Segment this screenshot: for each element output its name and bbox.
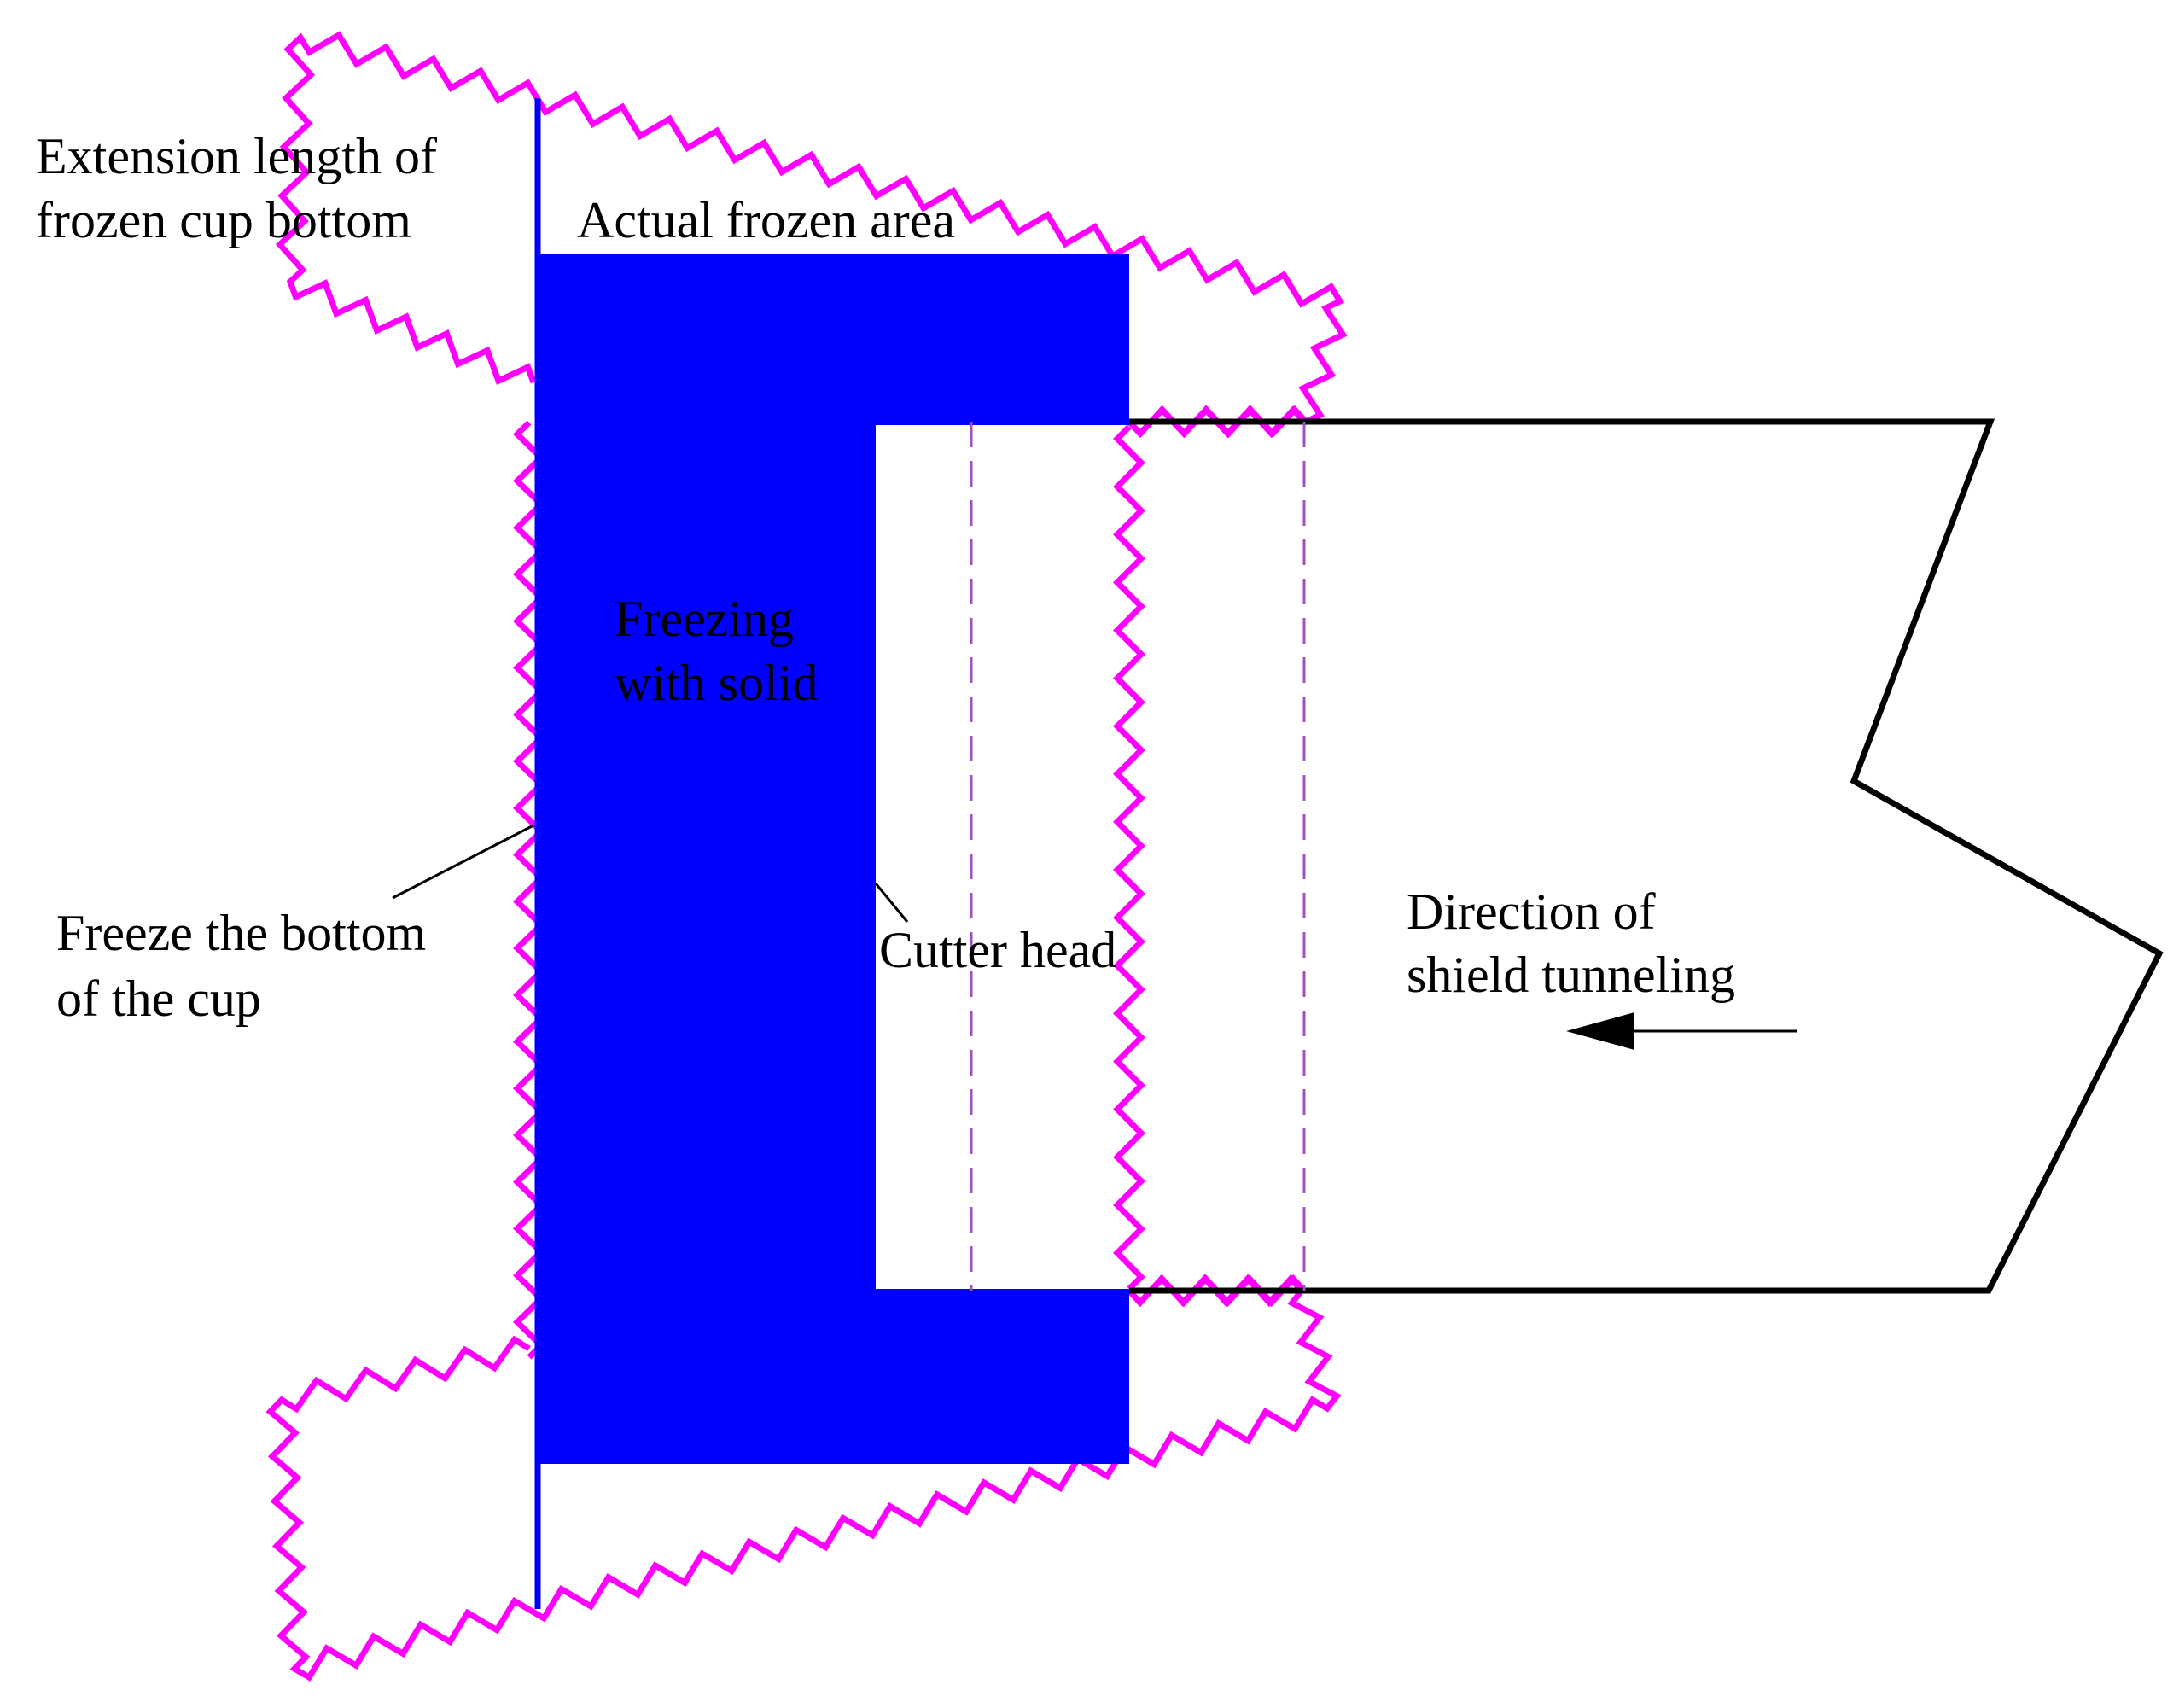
- frozen-boundary-bottom: [265, 1274, 1342, 1682]
- direction-label: Direction of shield tunneling: [1407, 883, 1735, 1003]
- extension-length-label: Extension length of frozen cup bottom: [36, 128, 450, 248]
- cutter-head-leader-line: [874, 883, 909, 923]
- frozen-solid-area: [538, 254, 1129, 1464]
- actual-frozen-area-label: Actual frozen area: [577, 192, 955, 248]
- freeze-bottom-leader-line: [392, 824, 534, 900]
- cutter-head-label: Cutter head: [879, 922, 1116, 978]
- freeze-bottom-label: Freeze the bottom of the cup: [56, 905, 439, 1027]
- frozen-boundary-right: [1113, 424, 1145, 1291]
- arrow-left-icon: [1566, 1012, 1797, 1050]
- frozen-boundary-top: [275, 31, 1348, 439]
- shield-machine-outline: [1129, 418, 2164, 1294]
- freezing-with-solid-label: Freezing with solid: [615, 591, 818, 711]
